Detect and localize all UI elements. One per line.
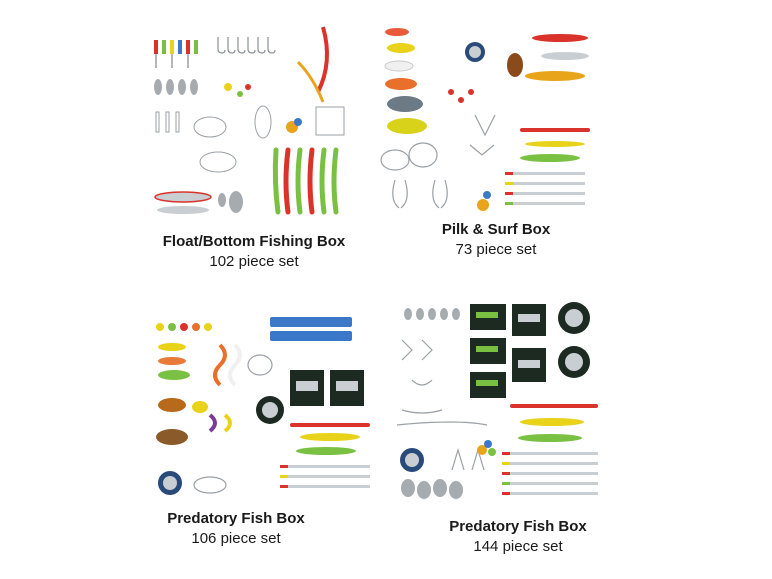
- product-piece-count: 73 piece set: [455, 241, 537, 258]
- swivel-container-icon: [400, 448, 424, 472]
- jig-heads-icon: [156, 323, 212, 331]
- soft-lures-icon: [158, 343, 242, 433]
- wobbler-lures-icon: [156, 398, 208, 445]
- floats-icon: [505, 128, 590, 205]
- snap-swivels-icon: [155, 105, 345, 173]
- product-image-predatory-box-106[interactable]: [150, 315, 382, 505]
- shad-lures-icon: [384, 28, 427, 134]
- product-title: Predatory Fish Box: [167, 510, 305, 527]
- product-caption: Pilk & Surf Box 73 piece set: [366, 220, 626, 260]
- product-image-predatory-box-144[interactable]: [392, 300, 604, 505]
- rigs-icon: [380, 114, 496, 209]
- product-title: Pilk & Surf Box: [441, 221, 551, 238]
- beads-icon: [448, 89, 491, 211]
- product-piece-count: 102 piece set: [209, 253, 299, 270]
- product-piece-count: 106 piece set: [191, 530, 281, 547]
- sinkers-icon: [154, 79, 243, 213]
- feather-jigs-icon: [154, 40, 198, 68]
- sinkers-icon: [401, 308, 463, 499]
- spoon-lure-icon: [154, 191, 212, 214]
- product-caption: Predatory Fish Box 106 piece set: [106, 509, 366, 549]
- tackle-assortment-illustration: [154, 26, 345, 215]
- product-caption: Float/Bottom Fishing Box 102 piece set: [124, 232, 384, 272]
- foam-spools-icon: [270, 317, 352, 341]
- product-caption: Predatory Fish Box 144 piece set: [388, 517, 648, 557]
- rig-icon: [296, 26, 329, 103]
- beads-icon: [224, 83, 302, 133]
- product-piece-count: 144 piece set: [473, 538, 563, 555]
- product-image-float-bottom-box[interactable]: [148, 22, 358, 217]
- beads-icon: [477, 440, 496, 456]
- floats-icon: [502, 404, 598, 495]
- hooks-icon: [217, 37, 276, 54]
- hook-packages-icon: [470, 302, 590, 398]
- worm-lures-icon: [272, 147, 339, 215]
- hook-packages-icon: [256, 370, 364, 424]
- tackle-assortment-illustration: [380, 28, 590, 211]
- product-title: Float/Bottom Fishing Box: [162, 233, 346, 250]
- floats-icon: [280, 423, 370, 488]
- rigs-icon: [396, 339, 488, 471]
- product-image-pilk-surf-box[interactable]: [375, 20, 600, 215]
- tackle-assortment-illustration: [396, 302, 598, 499]
- wobbler-lures-icon: [507, 34, 589, 81]
- product-title: Predatory Fish Box: [449, 518, 587, 535]
- swivel-container-icon: [158, 471, 182, 495]
- rigs-icon: [193, 354, 273, 494]
- tackle-assortment-illustration: [156, 317, 370, 495]
- swivel-container-icon: [465, 42, 485, 62]
